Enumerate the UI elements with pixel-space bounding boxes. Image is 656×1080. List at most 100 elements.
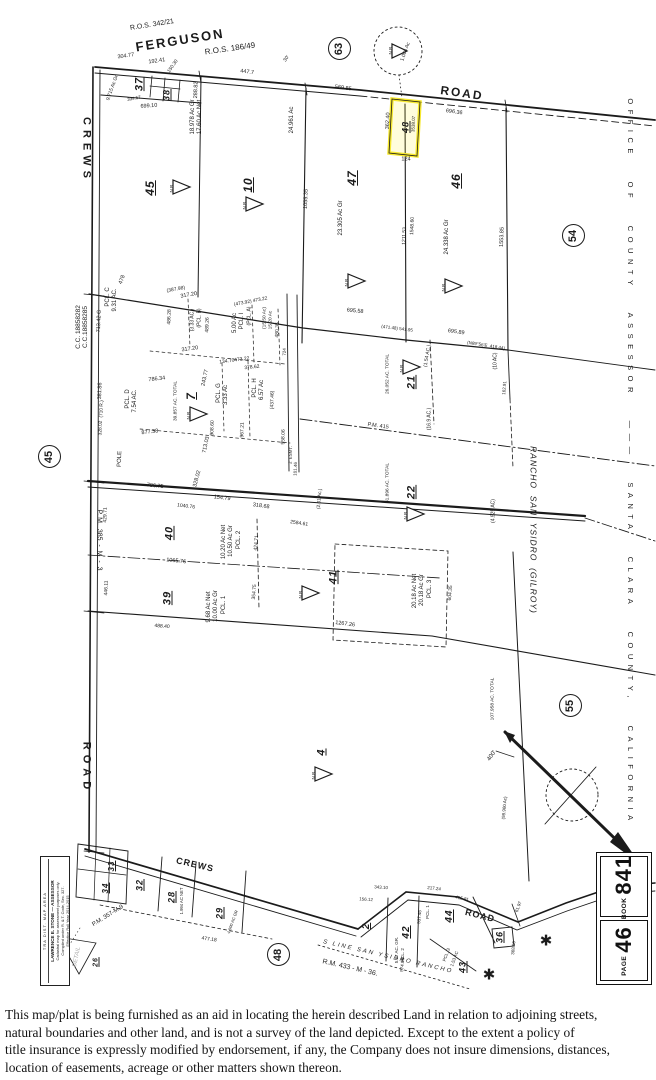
parcel-number: 2 <box>361 922 372 930</box>
map-label: 1055.35 <box>302 188 310 210</box>
map-label: (437.46) <box>269 390 276 410</box>
page-label: PAGE <box>620 955 628 976</box>
map-label: 713.03 <box>201 435 211 454</box>
map-label: PCL. H <box>252 378 258 398</box>
map-label: 20.18 Ac Gr <box>419 574 425 606</box>
map-label: 61.97 <box>514 900 523 913</box>
parcel-number: 39 <box>161 590 174 606</box>
map-label: 3538.07 <box>410 115 417 133</box>
map-label: N.R. <box>185 410 191 420</box>
map-label: (16.9 AC.) <box>426 407 433 431</box>
map-label: PCL. G <box>216 383 222 403</box>
map-label: 10.00 Ac Gr <box>213 590 219 622</box>
parcel-number: 21 <box>405 374 418 390</box>
map-label: 1548.60 <box>409 216 416 236</box>
disclaimer-line: title insurance is expressly modified by… <box>5 1042 610 1058</box>
page-number: 46 <box>611 925 636 953</box>
map-label: 318.68 <box>252 502 270 511</box>
adjacent-sheet-circle-55: 55 <box>559 694 582 717</box>
disclaimer-line: natural boundaries and other land, and i… <box>5 1024 575 1040</box>
parcel-number: 33 <box>107 860 116 872</box>
map-label: 478 <box>117 274 127 286</box>
map-label: 317.20 <box>181 345 199 354</box>
map-label: (2.01 Ac.) <box>316 488 324 510</box>
book-number: 841 <box>611 854 636 895</box>
title-company-disclaimer: This map/plat is being furnished as an a… <box>5 1006 653 1077</box>
map-label: N.R. <box>297 589 303 599</box>
map-label: PCL. D <box>125 389 131 409</box>
map-label: POLE <box>116 450 124 468</box>
disclaimer-line: location of easements, acreage or other … <box>5 1060 342 1076</box>
map-label: 107.958 AC. TOTAL <box>490 677 496 721</box>
parcel-number: 42 <box>401 925 412 939</box>
map-label: 243.77 <box>200 368 210 387</box>
parcel-number: 43 <box>457 960 468 974</box>
map-label: R.O.S. 342/21 <box>129 18 175 32</box>
map-label: 1065.76 <box>165 557 187 566</box>
map-label: 317.20 <box>180 290 198 300</box>
map-label: 24.338 Ac Gr <box>444 219 450 255</box>
map-label: 328.02 <box>98 420 104 436</box>
map-label: PCL. 1 <box>424 905 430 919</box>
map-line-work <box>57 26 656 990</box>
map-label: 489.26 <box>204 317 211 333</box>
map-label: 354.75 <box>250 584 259 600</box>
map-label: PCL. 2 <box>236 530 242 550</box>
book-label: BOOK <box>620 897 628 919</box>
parcel-number: 44 <box>444 909 455 923</box>
parcel-number: 4 <box>315 748 328 756</box>
map-label: DETAIL <box>71 946 83 968</box>
parcel-number: 28 <box>166 890 177 904</box>
map-label: 477.18 <box>201 935 218 944</box>
map-label: N.R. <box>398 363 404 373</box>
map-label: 604.35 <box>446 585 455 601</box>
book-cell: BOOK 841 <box>600 854 648 919</box>
map-label: PCL. 3 <box>427 579 433 599</box>
map-label: 488.40 <box>154 622 170 631</box>
disclaimer-line: This map/plat is being furnished as an a… <box>5 1007 598 1022</box>
map-label: (3.33 AC.) <box>189 308 196 332</box>
parcel-number: 32 <box>134 878 145 892</box>
map-label: 1211.53 <box>401 227 408 245</box>
map-label: 9.715 Ac Gr <box>105 74 120 102</box>
map-label: 150.30 <box>167 59 180 74</box>
map-label: PCL. I <box>239 312 245 330</box>
map-label: N.R. <box>168 183 174 193</box>
page-cell: PAGE 46 <box>600 920 648 981</box>
adjacent-sheet-circle-48: 48 <box>267 943 290 966</box>
map-label: CREWS <box>175 855 215 874</box>
map-label: 446.11 <box>103 580 110 596</box>
map-label: 26.052 AC. TOTAL <box>385 354 391 394</box>
map-label: N.R. <box>343 277 349 287</box>
map-label: 1.994 AC NET <box>178 887 184 915</box>
map-label: 967.21 <box>239 422 246 438</box>
parcel-number: 40 <box>163 525 176 541</box>
parcel-number: 29 <box>214 906 225 920</box>
map-label: 10.20 Ac Net <box>221 524 227 560</box>
map-label: 3.33 Ac <box>223 384 229 406</box>
map-label: 480.35 <box>274 322 281 338</box>
map-label: 9.68 Ac Net <box>206 591 212 623</box>
map-label: R.M. 433 - M - 36. <box>321 958 379 978</box>
map-label: 1.006 Ac <box>399 41 412 63</box>
map-label: R.O.S. 186/49 <box>204 40 256 57</box>
map-label: 156.12 <box>359 896 374 903</box>
parcel-number: 41 <box>327 569 340 585</box>
map-label: 6.57 Ac <box>259 379 265 401</box>
map-label: CREWS <box>80 117 93 183</box>
map-label: 4.000 AC GR <box>225 909 240 935</box>
adjacent-sheet-circle-45: 45 <box>38 445 61 468</box>
map-label: 7.54 AC. <box>132 389 138 413</box>
map-label: 486.28 <box>166 309 173 325</box>
map-label: N.R. <box>241 200 247 210</box>
map-label: 18.978 Ac Gr <box>190 99 196 135</box>
map-label: 1267.26 <box>334 620 356 629</box>
map-label: N.R. <box>310 770 316 780</box>
map-label: 23.305 Ac Gr <box>338 200 344 236</box>
map-label: 786.34 <box>148 375 166 384</box>
map-label: C.C.18858285 <box>81 306 89 348</box>
map-label: 124 <box>401 156 411 163</box>
parcel-number: 37 <box>133 76 146 92</box>
